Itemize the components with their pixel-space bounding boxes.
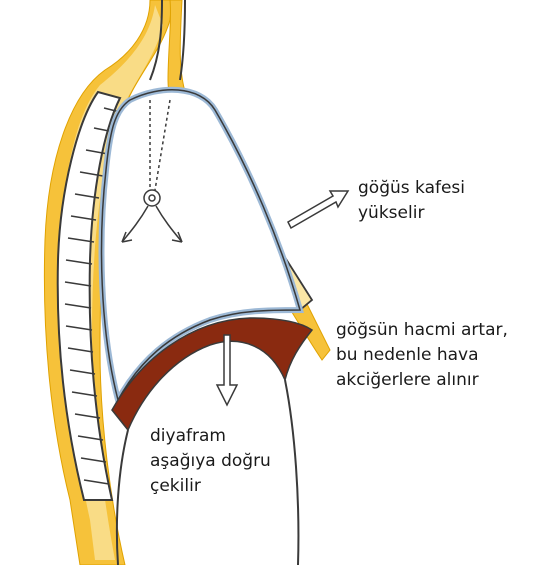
label-line: diyafram — [150, 424, 271, 449]
label-line: göğüs kafesi — [358, 176, 465, 201]
label-line: yükselir — [358, 201, 465, 226]
label-line: bu nedenle hava — [336, 343, 508, 368]
label-line: göğsün hacmi artar, — [336, 318, 508, 343]
ribcage-rises-label: göğüs kafesi yükselir — [358, 176, 465, 226]
ribcage-arrow-icon — [288, 191, 348, 228]
diaphragm-arrow-icon — [217, 335, 237, 405]
diaphragm-label: diyafram aşağıya doğru çekilir — [150, 424, 271, 499]
label-line: aşağıya doğru — [150, 449, 271, 474]
label-line: çekilir — [150, 474, 271, 499]
chest-volume-label: göğsün hacmi artar, bu nedenle hava akci… — [336, 318, 508, 393]
label-line: akciğerlere alınır — [336, 368, 508, 393]
